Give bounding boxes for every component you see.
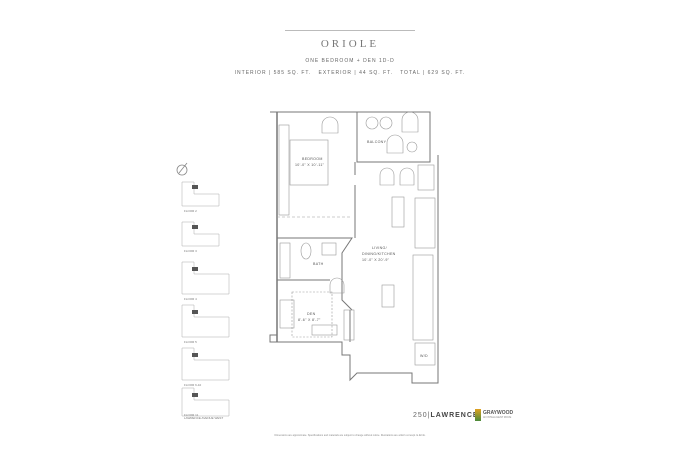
room-label-balcony: BALCONY (367, 140, 387, 144)
room-dim-den: 8'-6" X 8'-7" (298, 318, 321, 322)
floor-plan: BEDROOM 10'-0" X 10'-11" BALCONY BATH LI… (269, 111, 439, 384)
bedroom-chair (321, 116, 339, 134)
street-label: LAWRENCE AVENUE WEST (184, 416, 223, 420)
key-plates: FLOOR 2 FLOOR 3 FLOOR 4 FLOOR 5 FLOOR 6-… (176, 162, 230, 420)
room-label-living: LIVING/ (372, 246, 387, 250)
room-label-bedroom: BEDROOM (302, 157, 323, 161)
interior-walls (277, 237, 353, 343)
room-dim-bedroom: 10'-0" X 10'-11" (295, 163, 325, 167)
suite-name: ORIOLE (320, 38, 380, 50)
sofa (414, 197, 436, 249)
compass-icon (176, 162, 188, 176)
toilet (300, 242, 312, 260)
unit-type: ONE BEDROOM + DEN 1D-D (305, 58, 395, 64)
room-label-den: DEN (307, 312, 316, 316)
room-dim-living: 10'-0" X 20'-9" (362, 258, 390, 262)
key-plate-label: FLOOR 3 (184, 249, 197, 253)
coffee-table (391, 196, 405, 228)
room-label-dining-kitchen: DINING/KITCHEN (362, 252, 396, 256)
den-rug (291, 291, 333, 338)
area-summary: INTERIOR | 585 SQ. FT. EXTERIOR | 44 SQ.… (234, 70, 466, 76)
graywood-logo-mark (475, 409, 481, 421)
kitchen-counter (412, 254, 434, 341)
bed (289, 139, 329, 186)
living-chairs (379, 167, 415, 186)
key-plate-label: FLOOR 5 (184, 340, 197, 344)
washer-dryer (414, 342, 436, 366)
room-label-wd: W/D (420, 354, 428, 358)
brand-logo: 250|LAWRENCE (413, 412, 479, 419)
dining-table (381, 284, 395, 308)
header-rule (285, 30, 415, 31)
balcony-outline (356, 111, 431, 163)
key-plate-label: FLOOR 2 (184, 209, 197, 213)
bathtub (279, 242, 291, 279)
key-plate-label-last: FLOOR 11 (184, 413, 199, 417)
room-label-bath: BATH (313, 262, 324, 266)
vanity (321, 242, 337, 256)
key-plate-label: FLOOR 4 (184, 297, 197, 301)
disclaimer: Dimensions are approximate. Specificatio… (274, 434, 426, 437)
key-plate-label: FLOOR 6-10 (184, 383, 202, 387)
